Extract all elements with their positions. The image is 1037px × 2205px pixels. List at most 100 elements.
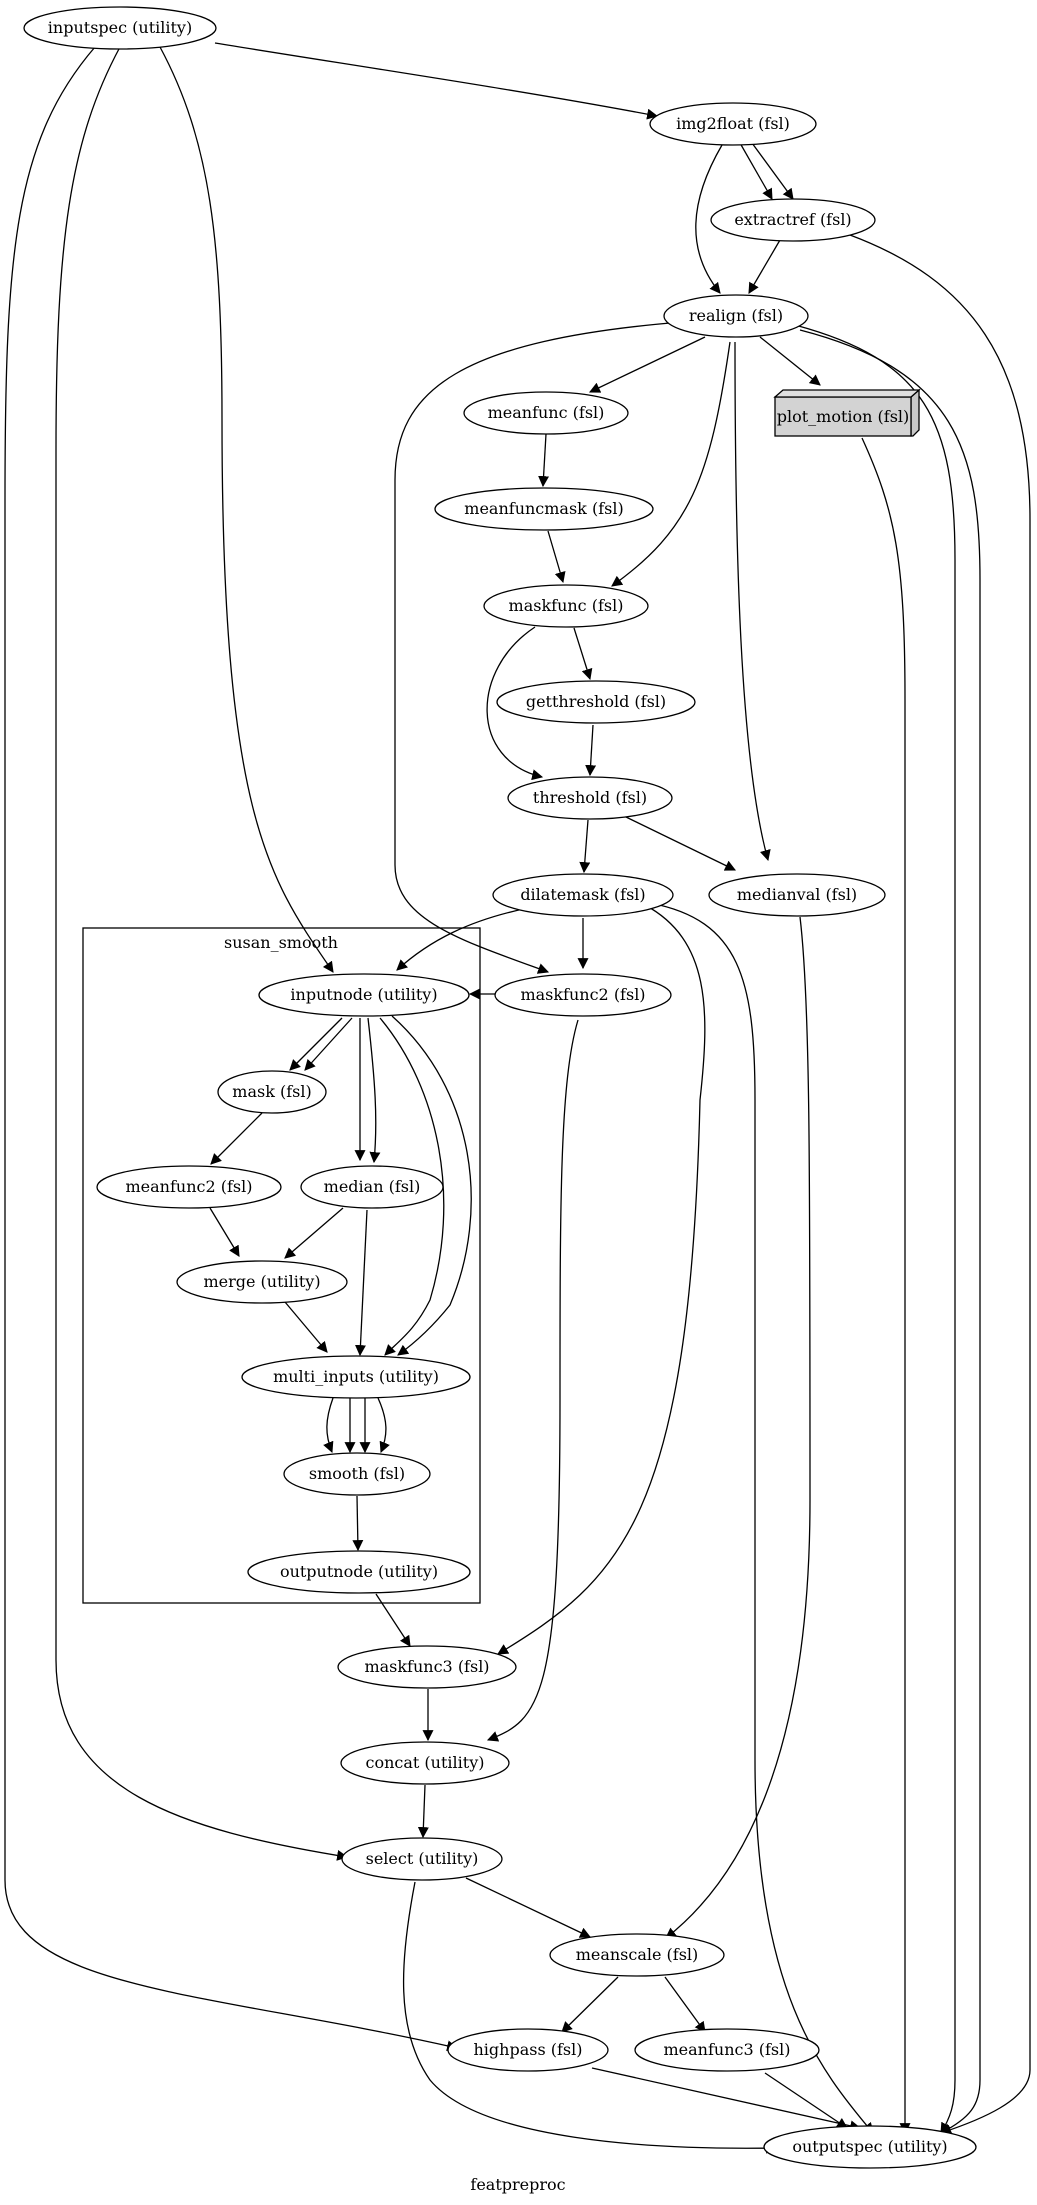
node-concat-label: concat (utility) — [366, 1753, 485, 1772]
node-meanfunc2[interactable]: meanfunc2 (fsl) — [96, 1165, 282, 1209]
edge-dilatemask-maskfunc3 — [497, 904, 706, 1655]
node-maskfunc3[interactable]: maskfunc3 (fsl) — [337, 1645, 517, 1689]
node-getthreshold[interactable]: getthreshold (fsl) — [496, 680, 696, 724]
edge-inputnode-multi-2 — [391, 1015, 472, 1356]
node-select-label: select (utility) — [366, 1849, 479, 1868]
node-maskfunc2[interactable]: maskfunc2 (fsl) — [494, 973, 672, 1017]
edge-maskfunc-getthreshold — [573, 627, 593, 681]
edge-highpass-outputspec — [591, 2067, 862, 2132]
node-meanfunc[interactable]: meanfunc (fsl) — [463, 391, 629, 435]
node-meanfunc3-label: meanfunc3 (fsl) — [664, 2040, 791, 2059]
edge-maskfunc2-concat — [486, 1019, 579, 1742]
node-maskfunc[interactable]: maskfunc (fsl) — [483, 584, 649, 628]
node-outputspec-label: outputspec (utility) — [792, 2137, 947, 2156]
node-inputspec-label: inputspec (utility) — [48, 18, 192, 37]
node-getthreshold-label: getthreshold (fsl) — [526, 692, 666, 711]
edge-outputnode-maskfunc3 — [375, 1593, 411, 1647]
node-multi-inputs[interactable]: multi_inputs (utility) — [241, 1355, 471, 1399]
edge-concat-select — [417, 1784, 429, 1839]
node-maskfunc3-label: maskfunc3 (fsl) — [364, 1657, 489, 1676]
node-extractref[interactable]: extractref (fsl) — [710, 198, 876, 242]
node-outputspec[interactable]: outputspec (utility) — [763, 2125, 977, 2169]
node-meanscale-label: meanscale (fsl) — [576, 1945, 699, 1964]
edge-multi-smooth-4 — [377, 1397, 390, 1454]
node-threshold[interactable]: threshold (fsl) — [507, 776, 673, 820]
node-dilatemask[interactable]: dilatemask (fsl) — [492, 873, 674, 917]
cluster-susan-smooth — [82, 927, 481, 1604]
node-maskfunc2-label: maskfunc2 (fsl) — [520, 985, 645, 1004]
edge-extractref-outputspec — [849, 234, 1031, 2136]
edge-threshold-dilatemask — [579, 819, 591, 874]
node-merge-label: merge (utility) — [203, 1272, 320, 1291]
edge-inputnode-mask-1 — [289, 1017, 343, 1071]
node-highpass[interactable]: highpass (fsl) — [447, 2028, 609, 2072]
node-inputnode[interactable]: inputnode (utility) — [258, 973, 470, 1017]
node-realign[interactable]: realign (fsl) — [663, 294, 809, 338]
edge-realign-outputspec-2 — [799, 329, 981, 2134]
edge-img2float-realign — [695, 144, 723, 294]
edge-realign-meanfunc — [589, 336, 706, 393]
edge-inputspec-highpass — [4, 46, 459, 2052]
edge-threshold-medianval — [625, 816, 736, 871]
node-mask[interactable]: mask (fsl) — [217, 1070, 327, 1114]
node-multi-inputs-label: multi_inputs (utility) — [273, 1367, 439, 1386]
edge-meanscale-meanfunc3 — [664, 1976, 706, 2033]
edge-maskfunc-threshold — [486, 626, 544, 781]
edge-img2float-extractref-1 — [739, 142, 773, 200]
node-inputspec[interactable]: inputspec (utility) — [23, 6, 217, 50]
edge-meanfunc-meanfuncmask — [538, 433, 550, 488]
edge-realign-outputspec-1 — [794, 324, 956, 2134]
edge-medianval-meanscale — [665, 916, 811, 1939]
node-median-label: median (fsl) — [324, 1177, 421, 1196]
node-meanfunc3[interactable]: meanfunc3 (fsl) — [634, 2028, 820, 2072]
edge-inputnode-mask-2 — [304, 1017, 353, 1071]
edge-inputspec-img2float — [214, 42, 659, 120]
edge-realign-maskfunc2 — [394, 321, 683, 974]
edge-mask-meanfunc2 — [210, 1112, 263, 1165]
edge-multi-smooth-1 — [323, 1397, 334, 1454]
node-smooth[interactable]: smooth (fsl) — [283, 1452, 431, 1496]
edge-median-merge — [284, 1207, 344, 1259]
node-concat[interactable]: concat (utility) — [340, 1741, 510, 1785]
edge-realign-maskfunc — [611, 341, 731, 587]
edges — [4, 42, 1031, 2154]
node-maskfunc-label: maskfunc (fsl) — [509, 596, 624, 615]
edge-meanscale-highpass — [561, 1976, 619, 2033]
node-realign-label: realign (fsl) — [689, 306, 783, 325]
edge-inputnode-median-2 — [367, 1017, 381, 1164]
node-meanfuncmask-label: meanfuncmask (fsl) — [464, 499, 623, 518]
cluster-label: susan_smooth — [224, 933, 338, 952]
edge-getthreshold-threshold — [585, 724, 597, 777]
node-merge[interactable]: merge (utility) — [176, 1260, 348, 1304]
nodes: inputspec (utility) img2float (fsl) extr… — [23, 6, 977, 2169]
edge-smooth-outputnode — [352, 1495, 364, 1552]
graph-title: featpreproc — [470, 2175, 565, 2194]
node-meanscale[interactable]: meanscale (fsl) — [549, 1933, 725, 1977]
node-medianval[interactable]: medianval (fsl) — [708, 873, 886, 917]
node-meanfunc-label: meanfunc (fsl) — [488, 403, 605, 422]
edge-extractref-realign — [748, 239, 781, 294]
node-meanfunc2-label: meanfunc2 (fsl) — [126, 1177, 253, 1196]
edge-img2float-extractref-2 — [751, 142, 794, 200]
node-median[interactable]: median (fsl) — [300, 1165, 444, 1209]
node-select[interactable]: select (utility) — [341, 1837, 503, 1881]
node-outputnode[interactable]: outputnode (utility) — [247, 1550, 471, 1594]
edge-dilatemask-outputspec — [649, 902, 874, 2134]
edge-inputnode-multi-1 — [379, 1017, 445, 1356]
node-plot-motion[interactable]: plot_motion (fsl) — [773, 388, 921, 437]
node-img2float-label: img2float (fsl) — [676, 114, 790, 133]
node-img2float[interactable]: img2float (fsl) — [649, 102, 817, 146]
node-meanfuncmask[interactable]: meanfuncmask (fsl) — [434, 487, 654, 531]
node-dilatemask-label: dilatemask (fsl) — [520, 885, 645, 904]
edge-inputspec-inputnode — [159, 46, 334, 973]
edge-inputspec-select — [55, 46, 349, 1861]
edge-meanfuncmask-maskfunc — [547, 530, 566, 584]
node-outputnode-label: outputnode (utility) — [280, 1562, 438, 1581]
edge-meanfunc2-merge — [209, 1207, 240, 1257]
edge-meanfunc3-outputspec — [764, 2072, 848, 2129]
node-threshold-label: threshold (fsl) — [533, 788, 647, 807]
edge-realign-plot-motion — [759, 336, 821, 386]
edge-dilatemask-inputnode — [396, 907, 529, 971]
edge-plot-motion-outputspec — [861, 437, 911, 2135]
edge-realign-medianval — [734, 341, 771, 862]
